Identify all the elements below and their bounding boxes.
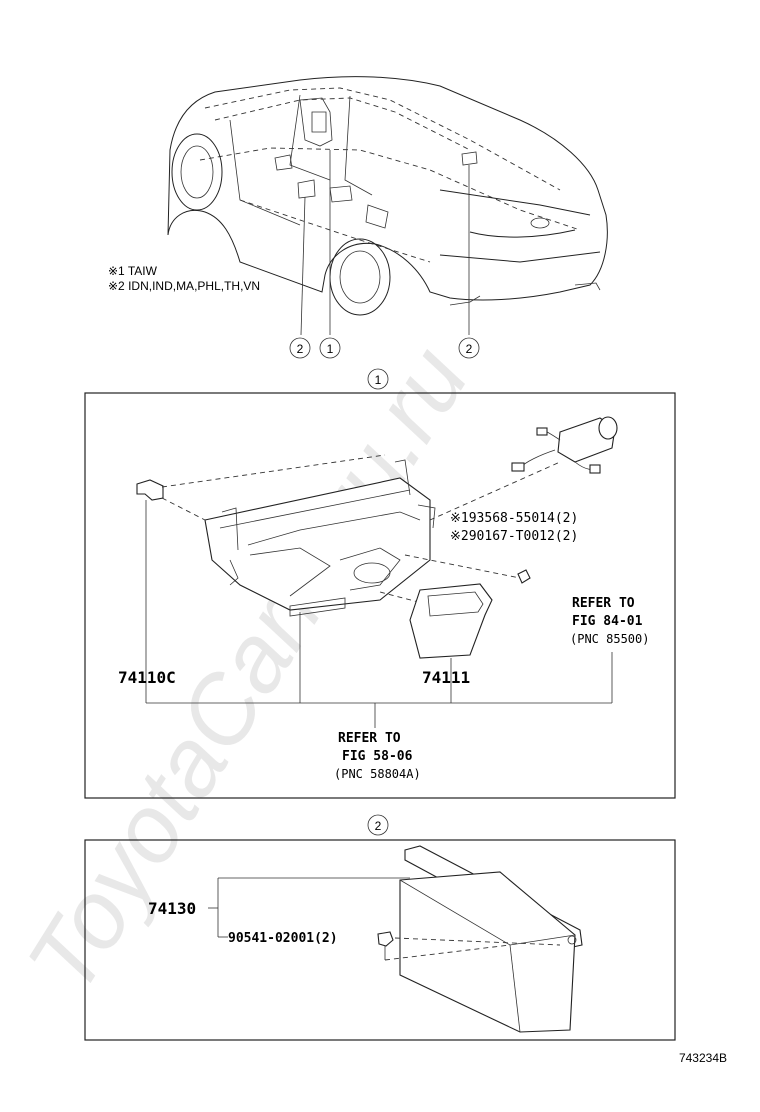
refer-right-line2: FIG 84-01 [572,614,643,629]
storage-box-74130 [399,845,583,1033]
section1-marker-label: 1 [375,373,382,387]
refer-bottom-line2: FIG 58-06 [342,749,413,764]
note-socket: ※290167-T0012(2) [450,529,578,544]
callout-top-2b-label: 2 [466,342,473,356]
note-1: ※1 TAIW [108,264,158,278]
section1-marker: 1 [367,368,389,390]
section2-leaders [208,877,410,938]
console-housing [204,459,436,617]
note-bulb: ※193568-55014(2) [450,511,578,526]
callout-top-2a-label: 2 [297,342,304,356]
callout-top-1: 1 [319,337,341,359]
refer-bottom-line1: REFER TO [338,731,401,746]
refer-right-line3: (PNC 85500) [570,632,649,646]
refer-bottom-line3: (PNC 58804A) [334,767,421,781]
figure-code: 743234B [679,1051,727,1065]
box-74111 [409,583,493,703]
clip-74110c [136,479,164,703]
part-74111: 74111 [422,668,470,687]
section2-marker: 2 [367,814,389,836]
car-illustration [167,76,608,336]
callout-top-1-label: 1 [327,342,334,356]
section1-leaders [146,612,613,728]
part-74110c: 74110C [118,668,176,687]
callout-top-2a: 2 [289,337,311,359]
socket-plug [511,416,618,474]
part-90541: 90541-02001(2) [228,931,338,946]
callout-top-2b: 2 [458,337,480,359]
clip-90541 [377,931,394,960]
part-74130: 74130 [148,899,196,918]
refer-right-line1: REFER TO [572,596,635,611]
section2-marker-label: 2 [375,819,382,833]
note-2: ※2 IDN,IND,MA,PHL,TH,VN [108,279,260,293]
section1-frame [84,392,676,799]
screw [517,569,531,584]
section2-frame [84,839,676,1041]
